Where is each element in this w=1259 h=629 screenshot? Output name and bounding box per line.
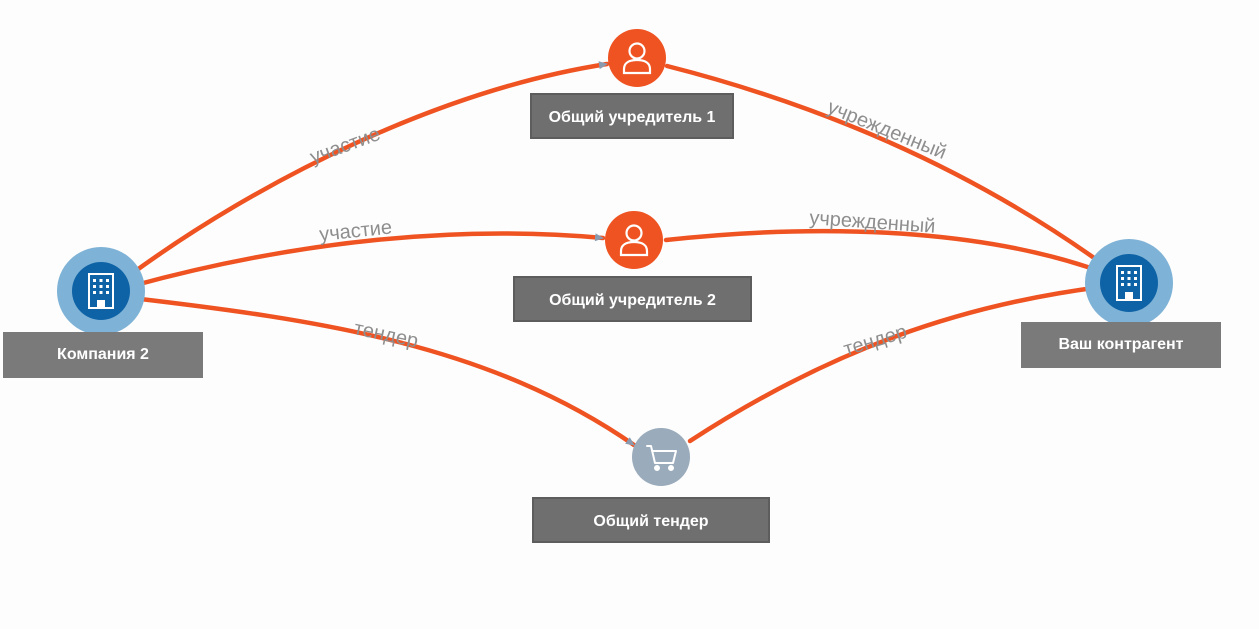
edge-label-founder1-counterparty: учрежденный: [824, 96, 949, 164]
edge-company2-founder2[interactable]: [129, 231, 606, 289]
edge-label-company2-founder1: участие: [307, 123, 383, 169]
node-label-company2: Компания 2: [3, 332, 203, 378]
node-counterparty[interactable]: [1085, 239, 1173, 327]
edge-company2-founder1[interactable]: [127, 61, 610, 278]
edge-company2-tender[interactable]: [129, 295, 637, 448]
person-icon: [619, 224, 649, 257]
building-icon: [1116, 265, 1142, 301]
node-tender[interactable]: [632, 428, 690, 486]
shopping-cart-icon: [646, 445, 677, 471]
edge-tender-counterparty[interactable]: [687, 284, 1104, 444]
node-label-tender: Общий тендер: [532, 497, 770, 543]
node-founder1[interactable]: [608, 29, 666, 87]
person-icon: [622, 42, 652, 75]
building-icon: [88, 273, 114, 309]
edge-label-tender-counterparty: тендер: [841, 321, 910, 361]
node-company2[interactable]: [57, 247, 145, 335]
node-label-founder2: Общий учредитель 2: [513, 276, 752, 322]
edge-label-company2-tender: тендер: [352, 317, 420, 352]
edge-label-company2-founder2: участие: [318, 216, 393, 246]
node-label-founder1: Общий учредитель 1: [530, 93, 734, 139]
node-founder2[interactable]: [605, 211, 663, 269]
edge-founder2-counterparty[interactable]: [663, 228, 1105, 275]
edge-founder1-counterparty[interactable]: [664, 63, 1107, 268]
node-label-counterparty: Ваш контрагент: [1021, 322, 1221, 368]
